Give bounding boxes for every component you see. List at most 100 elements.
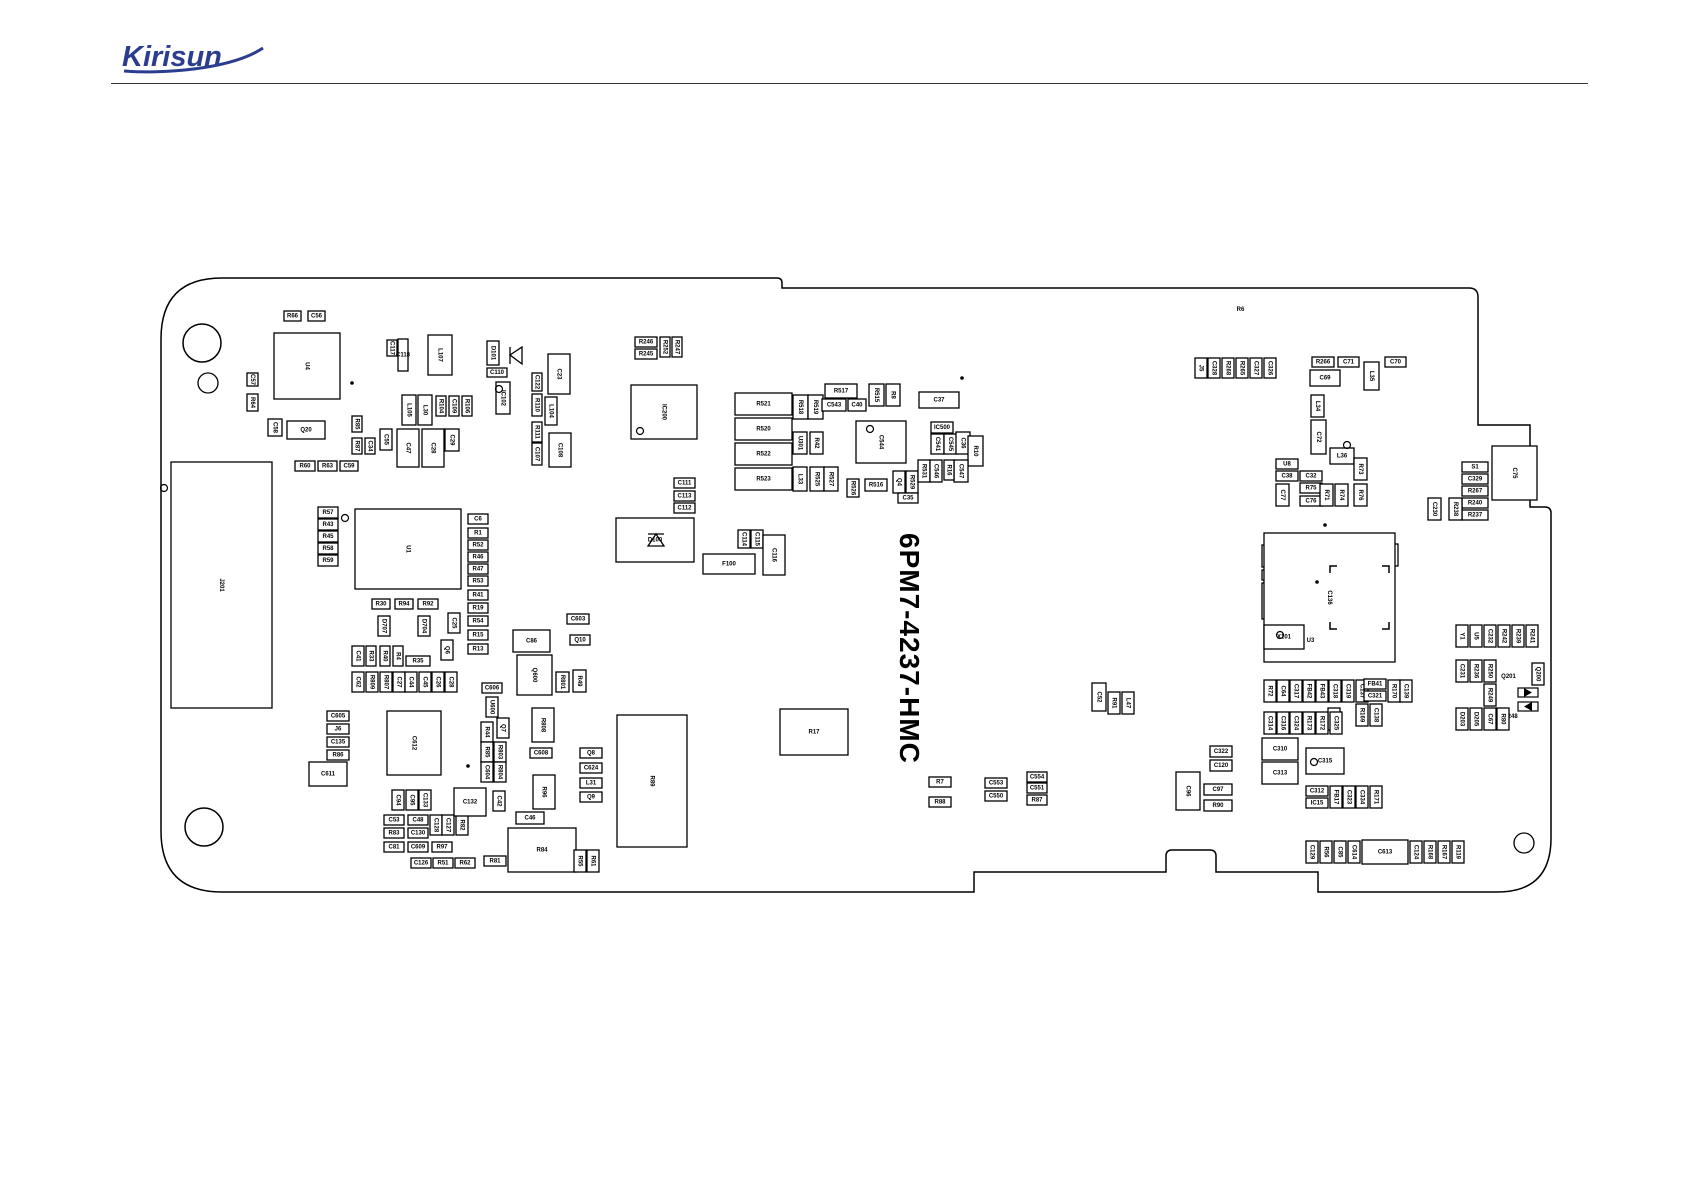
component-ref-label: C32: [1305, 474, 1317, 480]
component-l107: L107: [427, 334, 453, 376]
component-body: [1305, 797, 1329, 809]
mounting-hole: [184, 807, 224, 847]
component-ref-label: C132: [463, 800, 478, 806]
component-ref-label: C109: [450, 399, 456, 414]
component-body: [317, 518, 339, 531]
component-body: [440, 639, 454, 661]
component-ref-label: R44: [483, 726, 489, 738]
component-body: [485, 696, 499, 718]
component-body: [467, 575, 489, 587]
component-c85: C85: [1333, 840, 1347, 864]
component-c551: C551: [1026, 782, 1048, 794]
component-body: [531, 442, 543, 466]
component-ref-label: FB41: [1368, 682, 1383, 688]
component-r44: R44: [480, 721, 494, 743]
component-c25: C25: [447, 612, 461, 634]
component-r119: R119: [1451, 840, 1465, 864]
component-ref-label: C113: [677, 494, 692, 500]
component-r523: R523: [734, 467, 793, 491]
component-y1: Y1: [1455, 624, 1469, 648]
component-ref-label: C310: [1273, 747, 1288, 753]
component-ref-label: R86: [332, 753, 344, 759]
logo-wordmark: Kirisun: [122, 41, 222, 73]
component-c554: C554: [1026, 771, 1048, 783]
component-ref-label: C94: [394, 794, 400, 806]
component-c613: C613: [1361, 839, 1409, 865]
component-body: [847, 398, 867, 412]
component-r801: R801: [555, 671, 570, 693]
component-ref-label: R248: [1503, 714, 1518, 720]
component-r525: R525: [809, 466, 825, 492]
mounting-hole: [182, 323, 222, 363]
component-r110: R110: [531, 393, 543, 417]
component-ref-label: R74: [1338, 489, 1344, 501]
component-ref-label: C56: [311, 314, 323, 320]
component-body: [486, 367, 508, 378]
component-c230: C230: [1427, 497, 1442, 521]
component-ref-label: R82: [458, 819, 464, 831]
component-ref-label: R19: [472, 606, 484, 612]
component-ref-label: R80: [1499, 713, 1505, 725]
component-body: [1455, 659, 1469, 683]
component-body: [673, 477, 696, 489]
component-body: [246, 372, 259, 387]
component-ref-label: R30: [375, 602, 387, 608]
component-c314: C314: [1263, 711, 1277, 735]
component-ref-label: S1: [1471, 465, 1479, 471]
component-body: [1369, 703, 1383, 727]
component-body: [1207, 357, 1221, 379]
component-ref-label: R168: [1426, 845, 1432, 860]
component-r16: R16: [943, 459, 955, 481]
component-ref-label: F100: [722, 562, 736, 568]
component-body: [734, 392, 793, 416]
component-r171: R171: [1369, 785, 1383, 809]
component-body: [417, 394, 433, 426]
component-ref-label: R526: [849, 481, 855, 496]
component-ref-label: C319: [1344, 684, 1350, 699]
component-body: [1203, 799, 1233, 812]
component-r53: R53: [467, 575, 489, 587]
component-ref-label: C34: [366, 440, 372, 452]
component-s1: S1: [1461, 461, 1489, 473]
component-ref-label: C110: [490, 370, 505, 376]
component-ref-label: C127: [444, 818, 450, 833]
component-body: [531, 707, 555, 743]
component-c62: C62: [351, 671, 365, 693]
component-ref-label: R247: [673, 340, 679, 355]
component-c130: C130: [407, 827, 429, 839]
diode-symbol: [646, 532, 666, 547]
component-body: [467, 629, 489, 641]
component-l33: L33: [792, 466, 808, 492]
component-c120: C120: [1209, 759, 1233, 772]
component-body: [391, 789, 405, 811]
component-u600: U600: [485, 696, 499, 718]
component-ref-label: C547: [957, 464, 963, 479]
component-r517: R517: [824, 383, 858, 399]
component-ref-label: C96: [1184, 785, 1190, 797]
component-body: [779, 708, 849, 756]
component-ref-label: Q10: [574, 638, 586, 644]
component-ref-label: R245: [639, 352, 654, 358]
component-ref-label: R111: [533, 425, 539, 439]
component-q201: Q201: [1501, 674, 1516, 680]
component-c107: C107: [531, 442, 543, 466]
component-body: [405, 655, 431, 667]
component-c318: C318: [1328, 679, 1342, 703]
component-body: [283, 310, 302, 322]
component-body: [404, 671, 418, 693]
component-ref-label: C115: [753, 532, 759, 547]
component-body: [431, 671, 445, 693]
component-r88: R88: [928, 796, 952, 808]
component-ref-label: C117: [388, 341, 394, 356]
component-ref-label: C138: [1372, 708, 1378, 723]
kirisun-logo: Kirisun: [122, 41, 264, 74]
component-c69: C69: [1309, 369, 1341, 387]
component-fb41: FB41: [1363, 678, 1387, 690]
component-d101: D101: [486, 340, 500, 366]
component-r55: R55: [573, 849, 587, 873]
component-c112: C112: [673, 502, 696, 514]
component-ref-label: IC15: [1311, 801, 1324, 807]
component-r265: R265: [1235, 357, 1249, 379]
component-body: [495, 381, 511, 415]
component-body: [1461, 485, 1489, 497]
